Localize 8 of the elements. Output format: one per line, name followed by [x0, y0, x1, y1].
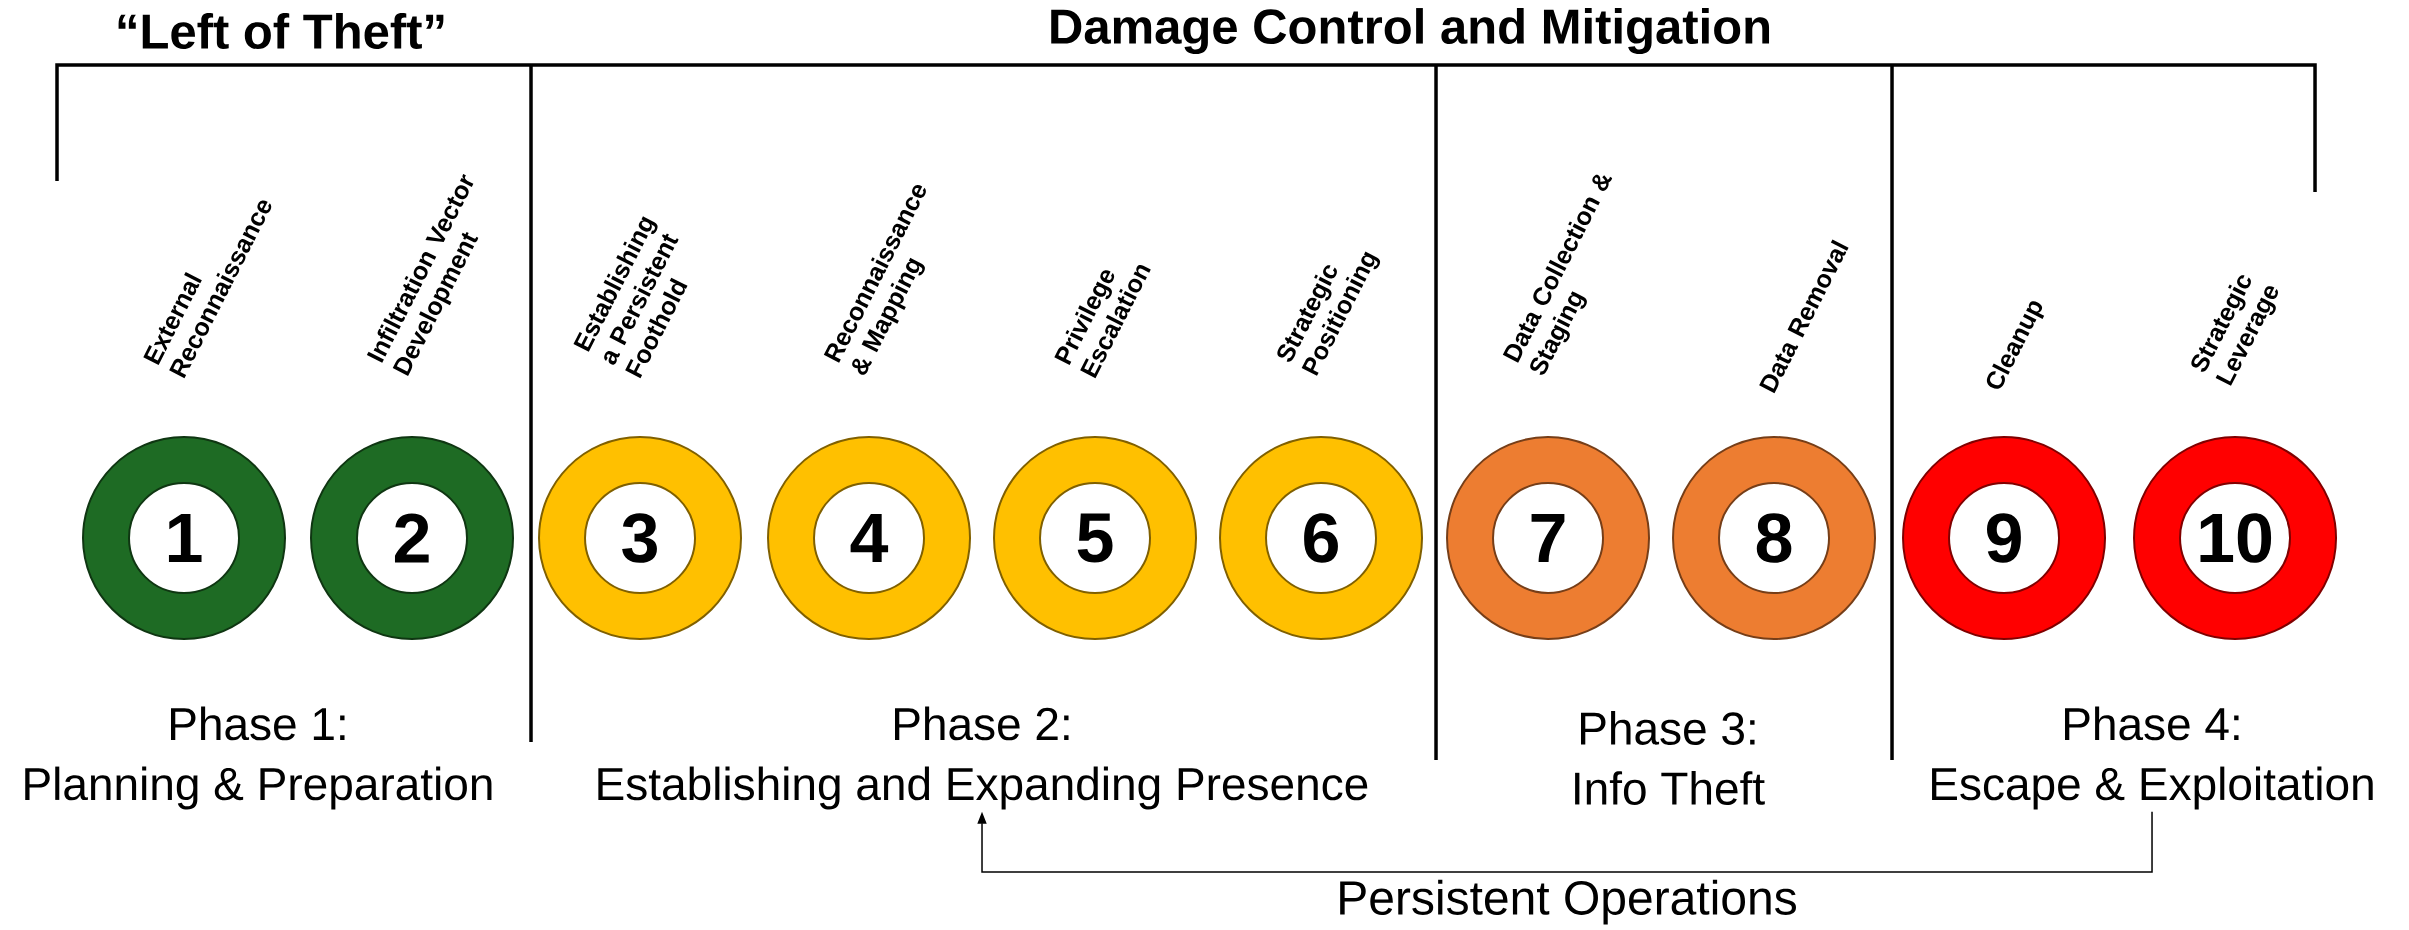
section-title: “Left of Theft”: [118, 13, 444, 49]
section-title: Damage Control and Mitigation: [1051, 8, 1770, 54]
phase-label: Phase 4: Escape & Exploitation: [1932, 706, 2373, 810]
edge-label: Persistent Operations: [1340, 879, 1796, 925]
arrow: [977, 810, 2153, 873]
phase-label: Phase 3: Info Theft: [1575, 711, 1765, 805]
phase-label: Phase 2: Establishing and Expanding Presence: [598, 706, 1368, 810]
phase-label: Phase 1: Planning & Preparation: [25, 706, 492, 810]
